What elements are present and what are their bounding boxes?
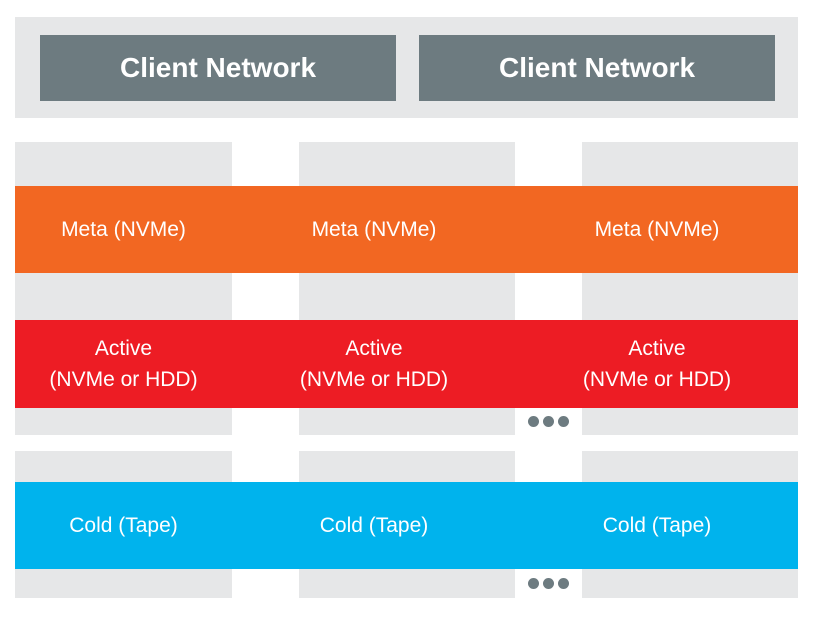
active-tier-label-line-1: Active [628,337,686,360]
active-tier-label-line-1: Active [94,337,153,360]
meta-tier-label: Meta (NVMe) [311,218,437,241]
ellipsis-dot [543,578,554,589]
active-tier-label-line-1: Active [345,337,403,360]
active-tier-label-line-2: (NVMe or HDD) [49,368,198,391]
ellipsis-dot [558,578,569,589]
cold-tier-label: Cold (Tape) [69,514,178,537]
cold-tier-band: Cold (Tape) Cold (Tape) Cold (Tape) [15,482,798,569]
ellipsis-dot [558,416,569,427]
client-network-label-2: Client Network [498,52,696,83]
meta-tier-cell-1: Meta (NVMe) [15,186,232,273]
cold-tier-label: Cold (Tape) [319,514,429,537]
ellipsis-dot [528,578,539,589]
meta-tier-label: Meta (NVMe) [61,218,186,241]
more-nodes-dots-upper [528,416,569,427]
client-network-label-1: Client Network [119,52,317,83]
active-tier-band: Active (NVMe or HDD) Active (NVMe or HDD… [15,320,798,408]
meta-tier-cell-3: Meta (NVMe) [516,186,798,273]
client-network-box-1: Client Network [40,35,396,101]
client-network-box-2: Client Network [419,35,775,101]
meta-tier-cell-2: Meta (NVMe) [232,186,516,273]
meta-tier-band: Meta (NVMe) Meta (NVMe) Meta (NVMe) [15,186,798,273]
cold-tier-cell-3: Cold (Tape) [516,482,798,569]
active-tier-label-line-2: (NVMe or HDD) [299,368,449,391]
ellipsis-dot [543,416,554,427]
cold-tier-cell-2: Cold (Tape) [232,482,516,569]
active-tier-cell-2: Active (NVMe or HDD) [232,320,516,408]
cold-tier-label: Cold (Tape) [602,514,712,537]
cold-tier-cell-1: Cold (Tape) [15,482,232,569]
ellipsis-dot [528,416,539,427]
active-tier-cell-3: Active (NVMe or HDD) [516,320,798,408]
active-tier-cell-1: Active (NVMe or HDD) [15,320,232,408]
more-nodes-dots-lower [528,578,569,589]
meta-tier-label: Meta (NVMe) [594,218,720,241]
active-tier-label-line-2: (NVMe or HDD) [582,368,732,391]
